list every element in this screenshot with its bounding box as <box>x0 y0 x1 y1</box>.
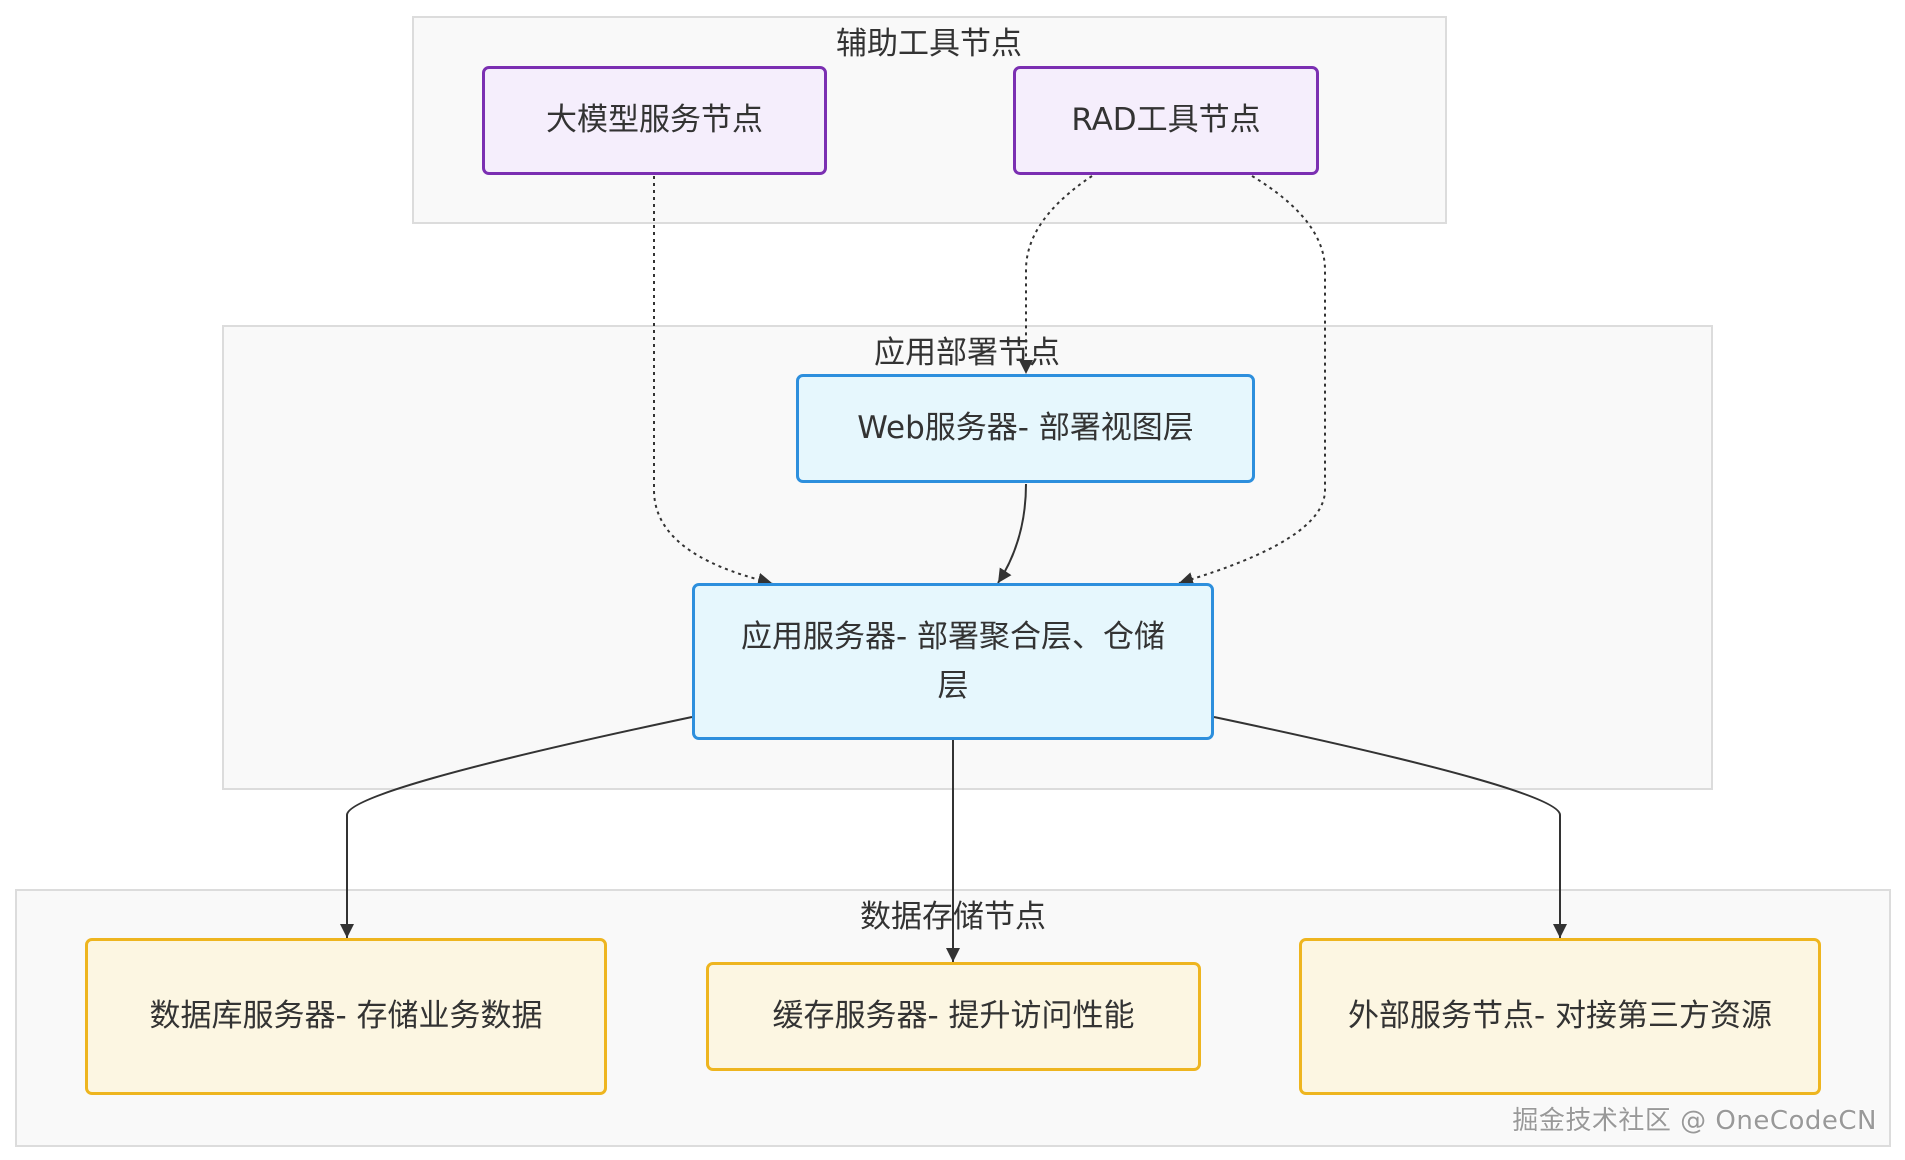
node-cache-server: 缓存服务器- 提升访问性能 <box>706 962 1201 1071</box>
node-external-service: 外部服务节点- 对接第三方资源 <box>1299 938 1821 1095</box>
node-db-server: 数据库服务器- 存储业务数据 <box>85 938 607 1095</box>
group-data-storage-title: 数据存储节点 <box>860 899 1046 935</box>
node-web-server-label: Web服务器- 部署视图层 <box>857 410 1194 447</box>
node-external-service-label: 外部服务节点- 对接第三方资源 <box>1347 998 1773 1035</box>
node-llm-service: 大模型服务节点 <box>482 66 827 175</box>
node-rad-tool-label: RAD工具节点 <box>1071 102 1261 139</box>
node-app-server-label: 应用服务器- 部署聚合层、仓储层 <box>740 619 1166 704</box>
node-web-server: Web服务器- 部署视图层 <box>796 374 1255 483</box>
group-aux-tools-title: 辅助工具节点 <box>836 26 1022 62</box>
node-db-server-label: 数据库服务器- 存储业务数据 <box>149 998 543 1035</box>
node-app-server: 应用服务器- 部署聚合层、仓储层 <box>692 583 1214 740</box>
node-cache-server-label: 缓存服务器- 提升访问性能 <box>772 998 1135 1035</box>
node-llm-service-label: 大模型服务节点 <box>546 102 763 139</box>
node-rad-tool: RAD工具节点 <box>1013 66 1319 175</box>
group-app-deploy-title: 应用部署节点 <box>874 335 1060 371</box>
watermark: 掘金技术社区 @ OneCodeCN <box>1512 1106 1877 1136</box>
